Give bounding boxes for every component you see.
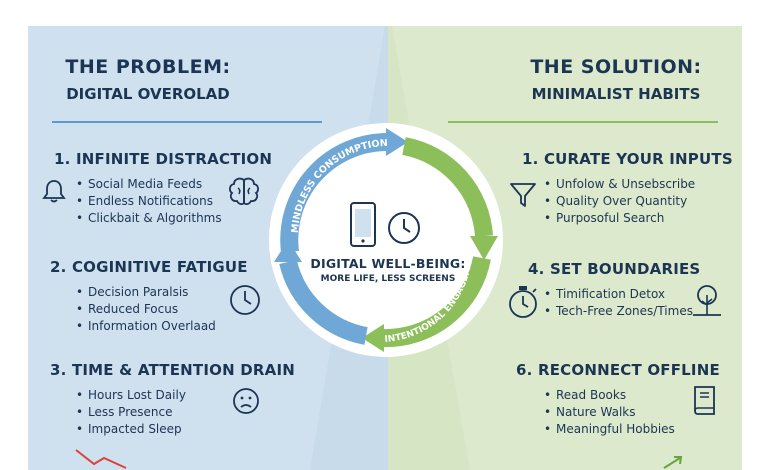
- trend-up-arrow-icon: [663, 456, 683, 469]
- list-item: Clickbait & Algorithms: [76, 210, 272, 227]
- brain-icon: [229, 177, 259, 206]
- list-item: Reduced Focus: [76, 301, 248, 318]
- section-heading: 4. SET BOUNDARIES: [528, 260, 701, 278]
- center-title: DIGITAL WELL-BEING:: [310, 256, 466, 271]
- problem-section-1: 1. INFINITE DISTRACTION Social Media Fee…: [54, 150, 272, 227]
- problem-title-block: THE PROBLEM: DIGITAL OVEROLAD: [38, 56, 258, 103]
- list-item: Nature Walks: [544, 404, 720, 421]
- problem-section-2: 2. COGINITIVE FATIGUE Decision Paralsis …: [50, 258, 248, 335]
- list-item: Meaningful Hobbies: [544, 421, 720, 438]
- bell-icon: [42, 180, 66, 203]
- center-subtitle: MORE LIFE, LESS SCREENS: [320, 274, 456, 284]
- tree-icon: [693, 285, 721, 316]
- section-heading: 6. RECONNECT OFFLINE: [516, 361, 720, 379]
- solution-divider: [448, 121, 718, 123]
- list-item: Timification Detox: [544, 286, 700, 303]
- list-item: Unfolow & Unsebscribe: [544, 176, 733, 193]
- list-item: Less Presence: [76, 404, 295, 421]
- section-heading: 2. COGINITIVE FATIGUE: [50, 258, 248, 276]
- funnel-icon: [510, 183, 536, 207]
- list-item: Decision Paralsis: [76, 284, 248, 301]
- list-item: Purposoful Search: [544, 210, 733, 227]
- book-icon: [694, 386, 715, 415]
- sad-face-icon: [233, 388, 259, 414]
- list-item: Impacted Sleep: [76, 421, 295, 438]
- problem-subtitle: DIGITAL OVEROLAD: [66, 85, 230, 103]
- problem-title: THE PROBLEM:: [65, 56, 231, 78]
- problem-divider: [52, 121, 322, 123]
- list-item: Hours Lost Daily: [76, 387, 295, 404]
- solution-section-2: 4. SET BOUNDARIES Timification Detox Tec…: [528, 260, 700, 320]
- section-heading: 1. INFINITE DISTRACTION: [54, 150, 273, 168]
- solution-section-1: 1. CURATE YOUR INPUTS Unfolow & Unsebscr…: [522, 150, 733, 227]
- trend-down-arrow-icon: [75, 449, 127, 469]
- list-item: Quality Over Quantity: [544, 193, 733, 210]
- problem-section-3: 3. TIME & ATTENTION DRAIN Hours Lost Dai…: [50, 361, 295, 438]
- stopwatch-icon: [509, 286, 537, 318]
- cycle-center: DIGITAL WELL-BEING: MORE LIFE, LESS SCRE…: [305, 256, 471, 284]
- section-heading: 3. TIME & ATTENTION DRAIN: [50, 361, 296, 379]
- solution-title-block: THE SOLUTION: MINIMALIST HABITS: [506, 56, 726, 103]
- list-item: Social Media Feeds: [76, 176, 272, 193]
- solution-title: THE SOLUTION:: [530, 56, 702, 78]
- section-heading: 1. CURATE YOUR INPUTS: [522, 150, 733, 168]
- list-item: Information Overlaad: [76, 318, 248, 335]
- clock-icon: [230, 285, 260, 315]
- solution-section-3: 6. RECONNECT OFFLINE Read Books Nature W…: [516, 361, 720, 438]
- list-item: Endless Notifications: [76, 193, 272, 210]
- list-item: Read Books: [544, 387, 720, 404]
- solution-subtitle: MINIMALIST HABITS: [531, 85, 701, 103]
- list-item: Tech-Free Zones/Times: [544, 303, 700, 320]
